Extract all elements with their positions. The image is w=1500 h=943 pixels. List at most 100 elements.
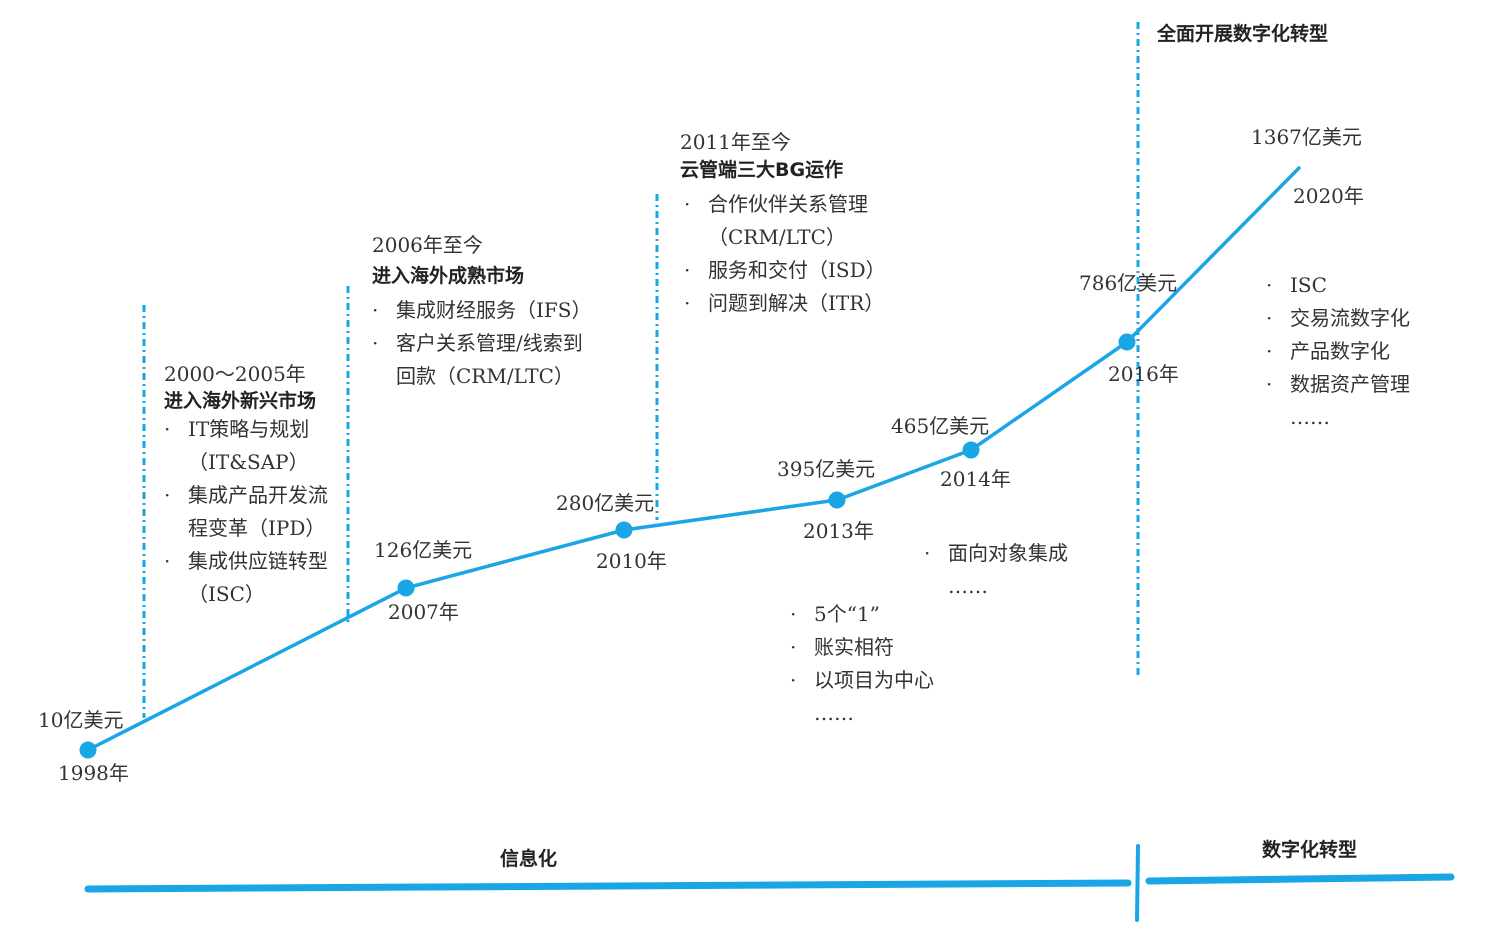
bullet-item: · 问题到解决（ITR）	[684, 287, 886, 320]
bullet-item: （CRM/LTC）	[684, 221, 886, 254]
phase-label-informatization: 信息化	[500, 848, 558, 870]
bullet-item: · 集成产品开发流	[164, 479, 328, 512]
bullet-text: 集成供应链转型	[188, 549, 328, 573]
bullet-dot: ·	[164, 417, 171, 441]
bullet-item: 程变革（IPD）	[164, 512, 328, 545]
value-label: 280亿美元	[556, 491, 654, 515]
data-point-2010年	[615, 521, 633, 539]
year-label: 2014年	[940, 467, 1011, 491]
bullet-dot: ·	[684, 291, 691, 315]
bullet-dot: ·	[164, 483, 171, 507]
bullet-item: · 合作伙伴关系管理	[684, 188, 886, 221]
bullet-dot: ·	[790, 635, 797, 659]
bullet-text: 集成财经服务（IFS）	[396, 298, 592, 322]
bullet-dot: ·	[1266, 339, 1273, 363]
bullet-item: · 集成财经服务（IFS）	[372, 294, 591, 327]
value-label: 10亿美元	[38, 708, 123, 732]
bullet-dot: ·	[372, 331, 379, 355]
value-label: 126亿美元	[374, 538, 472, 562]
bullet-text: 回款（CRM/LTC）	[396, 364, 574, 388]
bullet-text: 以项目为中心	[814, 668, 934, 692]
bullet-item: · ISC	[1266, 269, 1410, 302]
stage-2-period: 2006年至今	[372, 233, 483, 257]
bullet-text: （IT&SAP）	[188, 450, 309, 474]
bullet-text: 账实相符	[814, 635, 894, 659]
data-point-2013年	[828, 491, 846, 509]
bullet-item: · 以项目为中心	[790, 664, 934, 697]
phase-divider	[1135, 844, 1140, 922]
bullet-item: （ISC）	[164, 578, 328, 611]
bullet-item: · 数据资产管理	[1266, 368, 1410, 401]
notes-2013: · 5个“1” · 账实相符 · 以项目为中心 ……	[790, 598, 934, 730]
bullet-text: 问题到解决（ITR）	[708, 291, 885, 315]
bullet-dot: ·	[924, 541, 931, 565]
bullet-item: · 交易流数字化	[1266, 302, 1410, 335]
bullet-item: · 集成供应链转型	[164, 545, 328, 578]
data-point-2007年	[397, 579, 415, 597]
notes-2014: · 面向对象集成 ……	[924, 537, 1068, 603]
value-label: 786亿美元	[1079, 271, 1177, 295]
value-label: 1367亿美元	[1251, 125, 1362, 149]
stage-4-title: 全面开展数字化转型	[1157, 23, 1329, 45]
bullet-text: 交易流数字化	[1290, 306, 1410, 330]
phase-label-digital-transformation: 数字化转型	[1262, 839, 1358, 861]
more-ellipsis: ……	[948, 574, 988, 598]
year-label: 2013年	[803, 519, 874, 543]
notes-2020: · ISC · 交易流数字化 · 产品数字化 · 数据资产管理 ……	[1266, 269, 1410, 434]
stage-1-items: · IT策略与规划 （IT&SAP） · 集成产品开发流程变革（IPD） · 集成供应链转型…	[164, 413, 328, 611]
stage-3-title: 云管端三大BG运作	[680, 159, 844, 181]
bullet-text: 数据资产管理	[1290, 372, 1410, 396]
bullet-item: · 客户关系管理/线索到	[372, 327, 591, 360]
stage-3-period: 2011年至今	[680, 130, 791, 154]
year-label: 2016年	[1108, 362, 1179, 386]
bullet-item: 回款（CRM/LTC）	[372, 360, 591, 393]
bullet-item: · 面向对象集成	[924, 537, 1068, 570]
data-point-2016年	[1118, 333, 1136, 351]
stage-2-title: 进入海外成熟市场	[372, 265, 525, 287]
stage-2-items: · 集成财经服务（IFS） · 客户关系管理/线索到回款（CRM/LTC）	[372, 294, 591, 393]
bullet-dot: ·	[1266, 273, 1273, 297]
bullet-dot: ·	[684, 258, 691, 282]
bullet-text: 5个“1”	[814, 602, 880, 626]
bullet-dot: ·	[684, 192, 691, 216]
stage-1-title: 进入海外新兴市场	[164, 390, 317, 412]
bullet-dot: ·	[790, 602, 797, 626]
bullet-text: （ISC）	[188, 582, 265, 606]
bullet-dot: ·	[372, 298, 379, 322]
bullet-text: 服务和交付（ISD）	[708, 258, 886, 282]
stage-3-items: · 合作伙伴关系管理 （CRM/LTC） · 服务和交付（ISD） · 问题到解决（ITR）	[684, 188, 886, 320]
bullet-item: · 产品数字化	[1266, 335, 1410, 368]
year-label: 2007年	[388, 600, 459, 624]
value-label: 395亿美元	[777, 457, 875, 481]
year-label: 2020年	[1293, 184, 1364, 208]
phase-bar-digital-transformation	[1145, 873, 1455, 885]
year-label: 1998年	[58, 761, 129, 785]
bullet-item: （IT&SAP）	[164, 446, 328, 479]
bullet-dot: ·	[790, 668, 797, 692]
bullet-text: IT策略与规划	[188, 417, 310, 441]
more-ellipsis: ……	[1290, 405, 1330, 429]
bullet-item: · 账实相符	[790, 631, 934, 664]
phase-bar-informatization	[84, 879, 1132, 893]
more-ellipsis: ……	[814, 701, 854, 725]
year-label: 2010年	[596, 549, 667, 573]
bullet-dot: ·	[164, 549, 171, 573]
bullet-text: ISC	[1290, 273, 1327, 297]
bullet-item: · IT策略与规划	[164, 413, 328, 446]
bullet-text: 面向对象集成	[948, 541, 1068, 565]
bullet-text: （CRM/LTC）	[708, 225, 846, 249]
bullet-dot: ·	[1266, 306, 1273, 330]
data-point-1998年	[79, 741, 97, 759]
bullet-item: · 5个“1”	[790, 598, 934, 631]
bullet-dot: ·	[1266, 372, 1273, 396]
data-point-2014年	[962, 441, 980, 459]
bullet-text: 程变革（IPD）	[188, 516, 326, 540]
bullet-text: 客户关系管理/线索到	[396, 331, 583, 355]
stage-1-period: 2000～2005年	[164, 362, 306, 386]
bullet-text: 集成产品开发流	[188, 483, 328, 507]
bullet-item: · 服务和交付（ISD）	[684, 254, 886, 287]
bullet-text: 合作伙伴关系管理	[708, 192, 868, 216]
bullet-text: 产品数字化	[1290, 339, 1390, 363]
